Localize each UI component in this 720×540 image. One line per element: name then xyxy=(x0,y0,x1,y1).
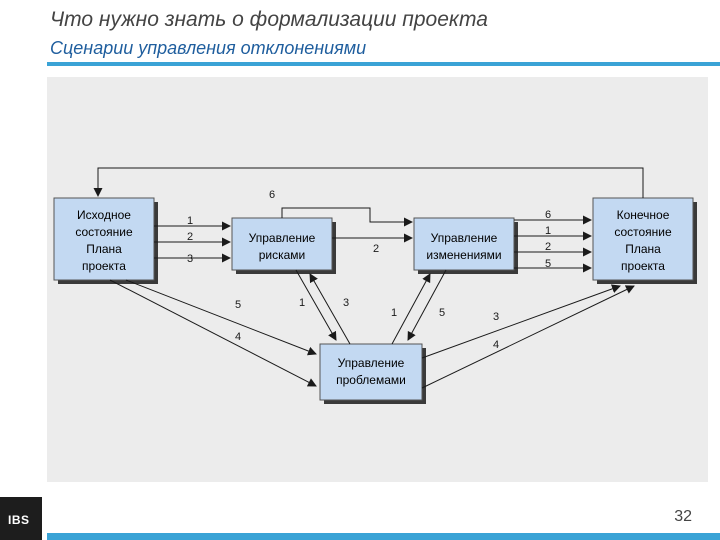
node-initial-state: Исходное состояние Плана проекта xyxy=(53,197,158,284)
node-risk-line-2: рисками xyxy=(259,248,306,262)
label-change-final-1: 1 xyxy=(545,225,551,237)
label-init-problem-5: 5 xyxy=(235,299,241,311)
header-rule xyxy=(47,62,720,66)
node-risk-line-1: Управление xyxy=(249,231,316,245)
arrow-problem-to-change xyxy=(391,273,431,345)
footer-rule xyxy=(47,533,720,540)
arrow-problem-final-4 xyxy=(421,285,635,389)
page-number: 32 xyxy=(674,508,692,525)
arrow-change-to-problem xyxy=(407,269,447,341)
node-final-state: Конечное состояние Плана проекта xyxy=(592,197,697,284)
label-change-problem-1: 1 xyxy=(391,307,397,319)
label-risk-problem-1: 1 xyxy=(299,297,305,309)
company-logo: IBS xyxy=(8,513,30,527)
arrow-risk-top-six xyxy=(281,207,413,227)
label-risk-change-2: 2 xyxy=(373,243,379,255)
arrow-initial-problem-5 xyxy=(125,279,317,356)
arrow-initial-problem-4 xyxy=(109,279,317,387)
node-problem-line-1: Управление xyxy=(338,356,405,370)
arrow-problem-to-risk xyxy=(309,273,351,345)
label-change-final-6: 6 xyxy=(545,209,551,221)
node-problem-management: Управление проблемами xyxy=(319,343,426,404)
node-final-line-1: Конечное xyxy=(617,208,670,222)
label-init-risk-1: 1 xyxy=(187,215,193,227)
node-change-line-2: изменениями xyxy=(426,248,501,262)
label-problem-final-4: 4 xyxy=(493,339,499,351)
logo-bar xyxy=(0,497,42,540)
arrow-final-to-initial-loop xyxy=(93,167,644,198)
label-change-final-5: 5 xyxy=(545,258,551,270)
label-change-problem-5: 5 xyxy=(439,307,445,319)
node-change-line-1: Управление xyxy=(431,231,498,245)
label-top-six: 6 xyxy=(269,189,275,201)
label-change-final-2: 2 xyxy=(545,241,551,253)
node-risk-management: Управление рисками xyxy=(231,217,336,274)
label-init-risk-3: 3 xyxy=(187,253,193,265)
arrow-risk-to-problem xyxy=(295,269,337,341)
node-change-management: Управление изменениями xyxy=(413,217,518,274)
node-final-line-4: проекта xyxy=(621,259,665,273)
page-subtitle: Сценарии управления отклонениями xyxy=(50,38,367,58)
label-risk-problem-3: 3 xyxy=(343,297,349,309)
node-initial-line-4: проекта xyxy=(82,259,126,273)
label-problem-final-3: 3 xyxy=(493,311,499,323)
node-initial-line-3: Плана xyxy=(86,242,122,256)
label-init-risk-2: 2 xyxy=(187,231,193,243)
node-initial-line-2: состояние xyxy=(75,225,133,239)
node-problem-line-2: проблемами xyxy=(336,373,406,387)
label-init-problem-4: 4 xyxy=(235,331,241,343)
arrow-problem-final-3 xyxy=(421,284,621,359)
node-final-line-2: состояние xyxy=(614,225,672,239)
page-title: Что нужно знать о формализации проекта xyxy=(50,8,488,31)
node-final-line-3: Плана xyxy=(625,242,661,256)
node-initial-line-1: Исходное xyxy=(77,208,131,222)
